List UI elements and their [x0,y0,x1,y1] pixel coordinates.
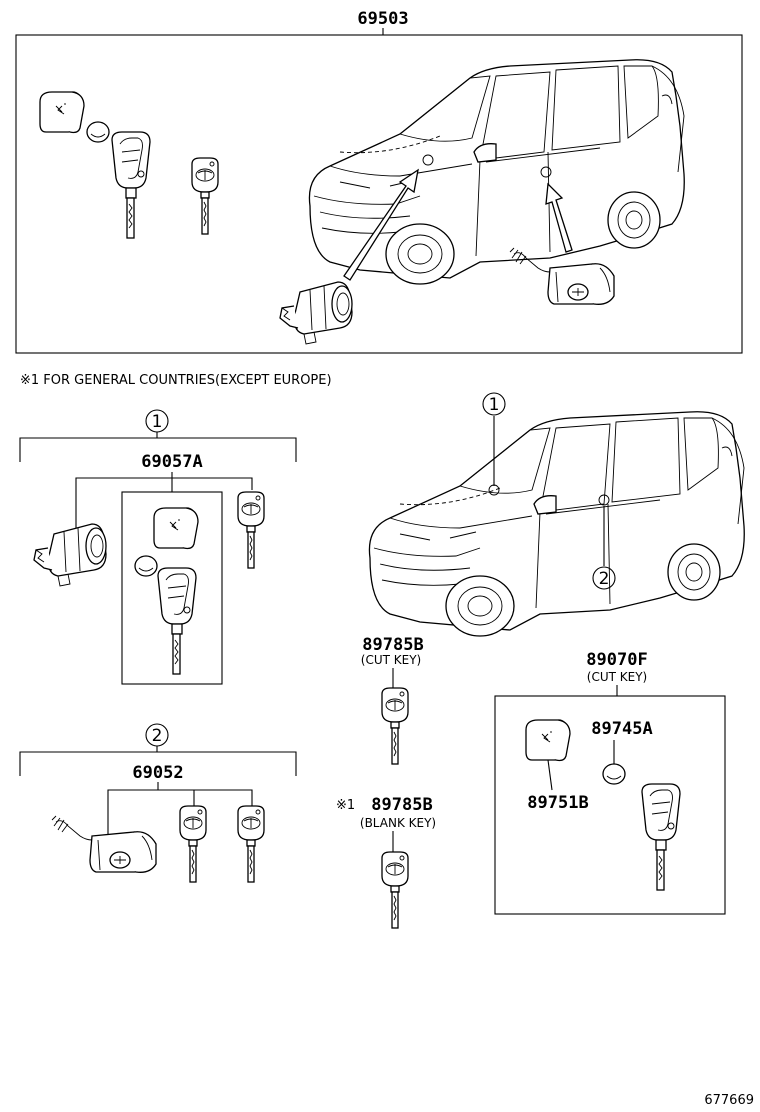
cover-part-number: 89751B [527,793,588,813]
arrow-to-door [545,182,573,253]
top-battery-illustration [86,121,110,143]
top-door-cylinder-illustration [509,247,615,305]
arrow-to-ignition [343,168,419,281]
group1-transponder-key-illustration [237,491,265,569]
diagram-number: 677669 [704,1093,754,1108]
top-transponder-key-illustration [191,157,219,235]
car-marker-1 [482,392,506,416]
group1-marker-label: 1 [152,412,163,432]
group1-cover-illustration [153,507,199,550]
remote-battery-illustration [602,763,626,785]
group1-part-number: 69057A [141,452,202,472]
group2-marker-label: 2 [152,726,163,746]
group1-battery-illustration [134,555,158,577]
top-assembly-part-number: 69503 [357,9,408,29]
group1-ignition-cylinder-illustration [33,523,107,587]
group1-fob-key-illustration [157,567,197,675]
group2-part-number: 69052 [132,763,183,783]
blank-key-subtitle: (BLANK KEY) [360,816,436,830]
top-cover-illustration [39,91,85,134]
cut-key-part-number: 89785B [362,635,423,655]
blank-key-illustration [381,851,409,929]
group1-inner-frame [121,491,223,685]
group2-transponder-key-1-illustration [179,805,207,883]
cut-key-subtitle: (CUT KEY) [361,653,421,667]
remote-key-subtitle: (CUT KEY) [587,670,647,684]
top-ignition-cylinder-illustration [279,281,353,345]
top-fob-key-illustration [111,131,151,239]
cut-key-illustration [381,687,409,765]
group2-transponder-key-2-illustration [237,805,265,883]
remote-key-frame [494,695,726,915]
remote-fob-key-illustration [641,783,681,891]
note-general-countries: ※1 FOR GENERAL COUNTRIES(EXCEPT EUROPE) [20,373,332,388]
top-assembly-frame [15,34,743,354]
car-marker-2-label: 2 [599,569,610,589]
car-marker-1-label: 1 [489,395,500,415]
blank-key-part-number: 89785B [371,795,432,815]
remote-key-part-number: 89070F [586,650,647,670]
location-car-illustration [368,411,745,637]
group2-door-cylinder-illustration [51,815,157,873]
car-marker-2 [592,566,616,590]
remote-cover-illustration [525,719,571,762]
battery-part-number: 89745A [591,719,652,739]
blank-key-prefix: ※1 [336,798,355,813]
